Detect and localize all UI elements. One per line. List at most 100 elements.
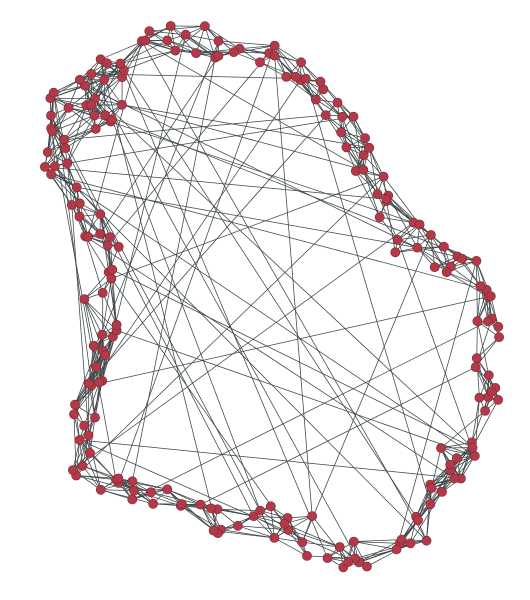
graph-edge: [302, 541, 340, 548]
graph-edge: [426, 504, 431, 541]
graph-node: [42, 147, 53, 158]
graph-edge: [44, 166, 387, 200]
graph-edge: [44, 116, 354, 168]
graph-edge: [66, 163, 73, 206]
graph-node: [269, 50, 280, 61]
graph-edge: [167, 488, 201, 505]
graph-edge: [111, 278, 289, 531]
graph-edge: [120, 50, 176, 64]
graph-edge: [118, 45, 276, 484]
graph-node: [113, 241, 124, 252]
graph-edge: [84, 298, 103, 335]
graph-edge: [111, 176, 384, 279]
graph-node: [102, 58, 112, 69]
graph-node: [437, 486, 447, 497]
graph-node: [180, 29, 191, 40]
graph-edge: [417, 469, 451, 521]
graph-edge: [73, 414, 77, 476]
graph-edge: [477, 286, 481, 322]
graph-node: [255, 57, 265, 68]
graph-edge: [71, 204, 91, 454]
graph-node: [414, 219, 425, 230]
graph-edge: [300, 79, 343, 118]
graph-edge: [461, 258, 481, 287]
graph-edge: [73, 385, 92, 415]
graph-node: [320, 110, 331, 120]
graph-edge: [99, 214, 120, 247]
graph-node: [100, 110, 110, 120]
graph-edge: [88, 345, 95, 384]
graph-edge: [387, 195, 414, 223]
graph-edge: [84, 278, 112, 300]
graph-edge: [480, 286, 489, 322]
graph-node: [471, 353, 482, 364]
graph-node: [248, 511, 259, 521]
graph-edge: [120, 63, 417, 518]
graph-edge: [386, 201, 396, 253]
graph-node: [95, 209, 106, 220]
graph-node: [307, 511, 318, 521]
graph-node: [337, 111, 348, 122]
graph-edge: [476, 336, 500, 359]
graph-edge: [84, 85, 473, 448]
graph-edge: [417, 247, 451, 268]
graph-edge: [68, 107, 106, 116]
graph-edge: [76, 475, 119, 479]
graph-edge: [68, 107, 414, 223]
graph-edge: [383, 176, 420, 225]
graph-node: [63, 102, 74, 113]
graph-node: [79, 420, 90, 431]
graph-edge: [204, 25, 240, 50]
graph-node: [86, 100, 97, 110]
graph-node: [348, 111, 359, 122]
graph-node: [364, 142, 375, 153]
graph-node: [62, 158, 73, 169]
graph-node: [405, 538, 416, 549]
graph-edge: [302, 234, 432, 543]
graph-node: [332, 97, 343, 108]
graph-edge: [149, 30, 186, 36]
graph-node: [100, 350, 111, 361]
graph-node: [429, 262, 440, 272]
graph-node: [94, 377, 105, 388]
graph-node: [40, 161, 50, 172]
graph-node: [425, 230, 436, 240]
graph-edge: [446, 271, 481, 287]
graph-edge: [185, 34, 219, 57]
graph-edge: [132, 40, 219, 482]
graph-edge: [395, 224, 420, 253]
graph-edge: [325, 114, 370, 149]
graph-node: [145, 487, 156, 498]
graph-node: [469, 450, 480, 461]
graph-node: [77, 460, 88, 471]
graph-edge: [64, 148, 254, 517]
graph-edge: [101, 278, 112, 335]
graph-edge: [50, 79, 105, 99]
graph-edge: [107, 52, 270, 246]
graph-edge: [305, 78, 343, 118]
graph-node: [144, 26, 155, 36]
graph-edge: [83, 382, 100, 426]
graph-node: [105, 232, 115, 242]
graph-edge: [66, 105, 87, 164]
graph-node: [47, 126, 58, 137]
graph-node: [86, 69, 97, 79]
graph-node: [90, 412, 100, 423]
graph-edge: [237, 525, 289, 531]
graph-edge: [237, 525, 275, 539]
graph-node: [374, 212, 385, 223]
graph-node: [426, 483, 437, 493]
graph-edge: [91, 73, 123, 78]
graph-node: [483, 316, 493, 327]
graph-edge: [72, 439, 81, 471]
graph-node: [457, 253, 468, 264]
graph-edge: [88, 34, 187, 436]
graph-edge: [253, 515, 285, 525]
graph-node: [208, 525, 219, 536]
graph-edge: [71, 204, 101, 235]
graph-node: [195, 499, 206, 510]
graph-node: [486, 386, 497, 397]
graph-node: [46, 169, 56, 180]
graph-node: [191, 48, 201, 59]
graph-edge: [91, 295, 491, 386]
